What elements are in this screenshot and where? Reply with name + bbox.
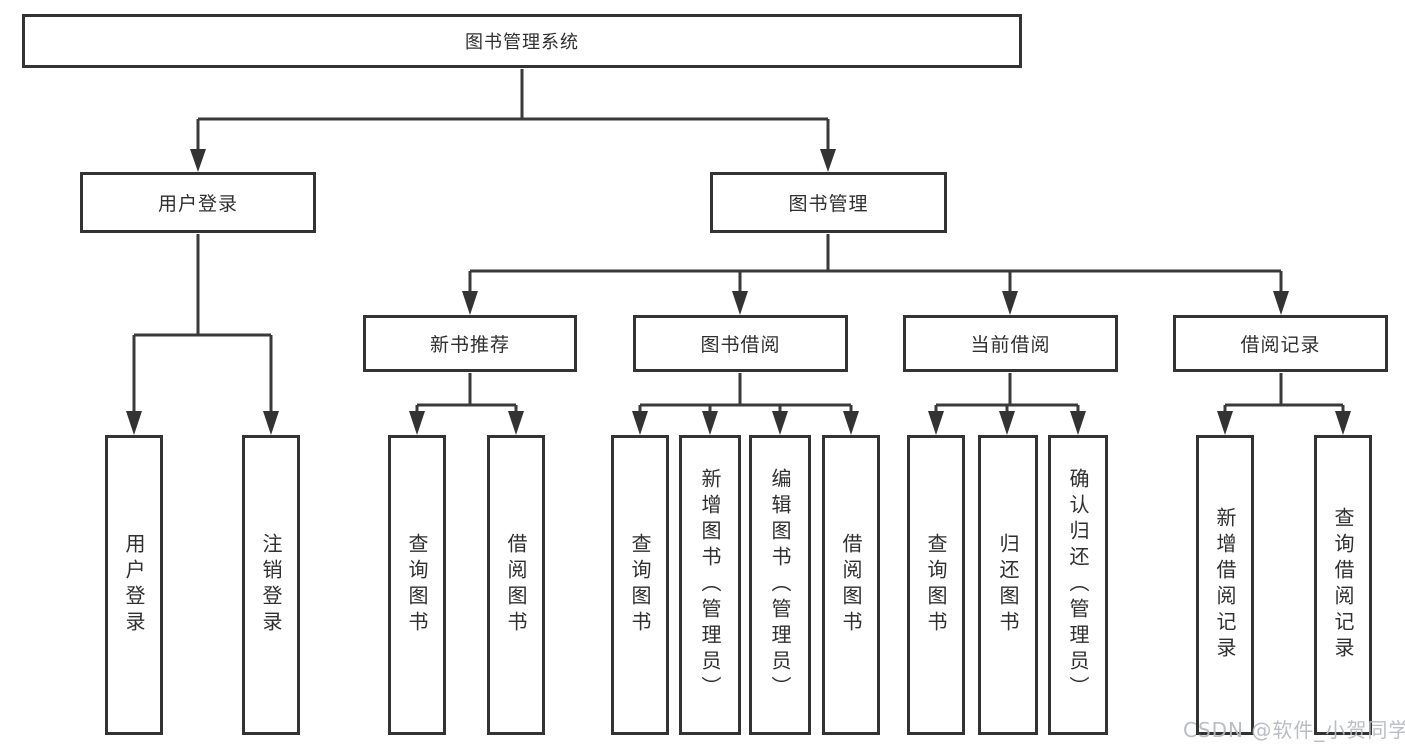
leaf-query-books-current: 查询图书 (907, 435, 965, 735)
edge-book-mgmt-to-level3 (462, 234, 1289, 315)
edge-book-borrow-to-leaves (632, 373, 859, 435)
node-new-book-recommend: 新书推荐 (363, 315, 577, 372)
csdn-watermark: CSDN @软件_小贺同学 (1183, 718, 1405, 742)
edge-borrow-records-to-leaves (1217, 373, 1351, 435)
edge-user-login-to-leaves (126, 234, 279, 435)
node-book-borrowing: 图书借阅 (633, 315, 848, 372)
node-user-login: 用户登录 (80, 172, 316, 233)
leaf-add-books-admin: 新增图书（管理员） (679, 435, 741, 735)
leaf-confirm-return-admin: 确认归还（管理员） (1048, 435, 1108, 735)
leaf-return-books: 归还图书 (978, 435, 1038, 735)
leaf-query-books-recommend: 查询图书 (388, 435, 446, 735)
edge-new-book-to-leaves (409, 373, 524, 435)
edge-root-to-level2 (190, 69, 836, 172)
node-borrowing-records: 借阅记录 (1173, 315, 1388, 372)
leaf-add-borrow-record: 新增借阅记录 (1196, 435, 1254, 735)
leaf-edit-books-admin: 编辑图书（管理员） (749, 435, 811, 735)
node-book-management: 图书管理 (710, 172, 947, 233)
leaf-query-books-borrow: 查询图书 (611, 435, 669, 735)
leaf-borrow-books: 借阅图书 (822, 435, 880, 735)
edge-current-borrow-to-leaves (928, 373, 1086, 435)
node-library-management-system: 图书管理系统 (22, 14, 1022, 68)
leaf-logout: 注销登录 (242, 435, 300, 735)
leaf-query-borrow-record: 查询借阅记录 (1314, 435, 1372, 735)
leaf-borrow-books-recommend: 借阅图书 (487, 435, 545, 735)
node-current-borrowing: 当前借阅 (903, 315, 1118, 372)
leaf-user-login: 用户登录 (105, 435, 163, 735)
